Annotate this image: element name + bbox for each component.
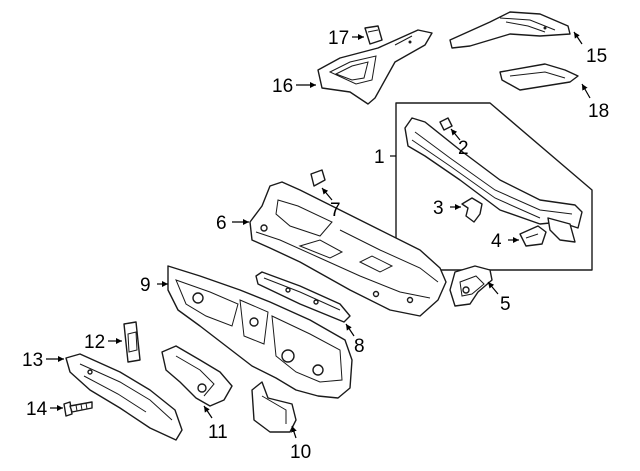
callout-9: 9 [140, 275, 151, 296]
part-15-cowl-extension[interactable] [449, 11, 571, 49]
callout-11: 11 [208, 422, 228, 443]
part-16-cowl-side-panel[interactable] [317, 29, 433, 105]
part-10-lower-panel[interactable] [251, 381, 297, 433]
part-14-bolt[interactable] [63, 401, 93, 417]
callout-labels: 1 2 3 4 5 6 7 8 9 10 11 12 13 14 15 16 1… [22, 28, 609, 463]
part-13-lower-bracket[interactable] [65, 353, 183, 441]
callout-18: 18 [588, 101, 609, 122]
part-3-bracket[interactable] [461, 197, 483, 223]
callout-14: 14 [26, 399, 48, 420]
callout-2: 2 [458, 138, 469, 159]
callout-4: 4 [491, 231, 502, 252]
callout-6: 6 [216, 213, 227, 234]
part-5-side-bracket[interactable] [449, 265, 493, 307]
callout-12: 12 [84, 332, 105, 353]
part-4-bracket[interactable] [519, 225, 547, 247]
part-6-upper-dash-panel[interactable] [249, 181, 447, 317]
part-8-reinforcement[interactable] [255, 271, 351, 323]
callout-16: 16 [272, 76, 293, 97]
callout-13: 13 [22, 350, 43, 371]
part-18-seal[interactable] [499, 63, 579, 91]
callout-15: 15 [586, 46, 607, 67]
part-11-side-support[interactable] [161, 345, 233, 407]
leader-lines [46, 31, 591, 439]
callout-1: 1 [374, 147, 385, 168]
callout-17: 17 [328, 28, 349, 49]
callout-5: 5 [500, 294, 511, 315]
part-9-dash-panel[interactable] [167, 265, 353, 399]
part-1-cowl-top[interactable] [404, 117, 583, 243]
part-7-plug[interactable] [310, 169, 326, 187]
callout-10: 10 [290, 442, 311, 463]
callout-8: 8 [354, 336, 365, 357]
callout-7: 7 [330, 200, 341, 221]
part-17-bracket[interactable] [364, 25, 383, 45]
part-2-clip[interactable] [439, 117, 453, 131]
part-12-pad[interactable] [123, 321, 141, 363]
callout-3: 3 [433, 198, 444, 219]
